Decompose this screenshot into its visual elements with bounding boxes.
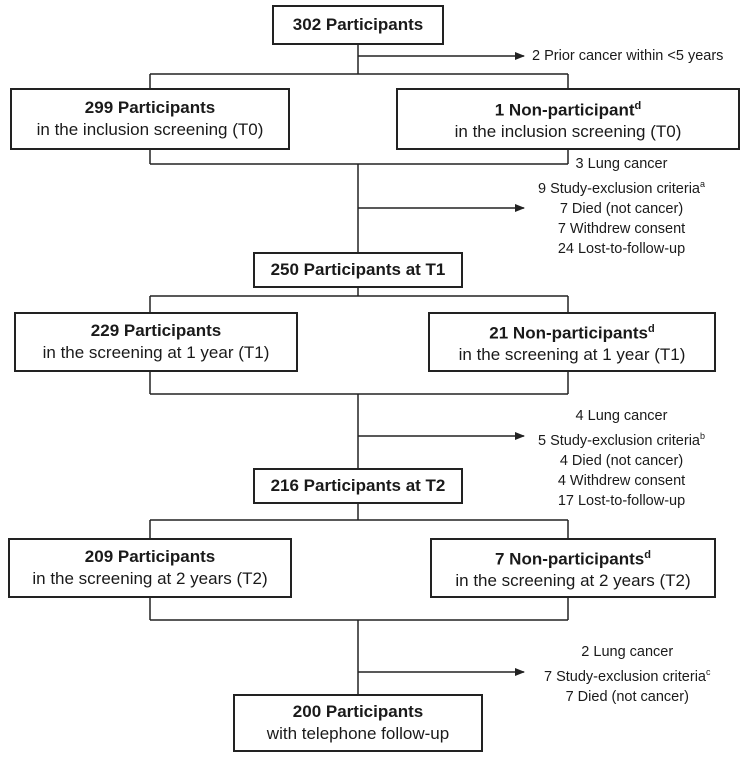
box-7-non-participants: 7 Non-participantsd in the screening at …: [430, 538, 716, 598]
box-1-non-participant: 1 Non-participantd in the inclusion scre…: [396, 88, 740, 150]
box-209-participants: 209 Participants in the screening at 2 y…: [8, 538, 292, 598]
exclusion-item: 7 Died (not cancer): [565, 688, 689, 705]
exclusion-item: 3 Lung cancer: [575, 156, 668, 172]
box-302-participants: 302 Participants: [272, 5, 444, 45]
box-title: 200 Participants: [292, 702, 424, 721]
footnote-marker: b: [700, 431, 706, 441]
box-200-participants: 200 Participants with telephone follow-u…: [233, 694, 483, 752]
exclusion-item: 2 Lung cancer: [581, 644, 674, 660]
box-title: 1 Non-participantd: [494, 99, 642, 120]
exclusion-item: 4 Died (not cancer): [559, 452, 684, 469]
box-subtitle: in the screening at 1 year (T1): [458, 345, 686, 365]
exclusion-item: 7 Withdrew consent: [557, 220, 686, 237]
footnote-marker: d: [644, 548, 651, 561]
box-title: 302 Participants: [292, 15, 424, 34]
exclusion-item: 7 Study-exclusion criteriac: [544, 667, 711, 685]
exclusion-item: 4 Withdrew consent: [557, 472, 686, 489]
box-subtitle: in the inclusion screening (T0): [454, 122, 682, 142]
box-title: 21 Non-participantsd: [489, 322, 655, 343]
footnote-marker: a: [700, 179, 706, 189]
footnote-marker: d: [634, 99, 642, 112]
box-subtitle: in the screening at 2 years (T2): [455, 571, 691, 591]
box-subtitle: in the screening at 2 years (T2): [32, 569, 268, 588]
exclusion-item: 7 Died (not cancer): [559, 200, 684, 217]
box-title: 250 Participants at T1: [270, 260, 446, 279]
exclusion-item: 2 Prior cancer within <5 years: [532, 48, 724, 64]
box-299-participants: 299 Participants in the inclusion screen…: [10, 88, 290, 150]
box-216-participants-t2: 216 Participants at T2: [253, 468, 463, 504]
exclusion-list-4: 2 Lung cancer 7 Study-exclusion criteria…: [544, 642, 711, 707]
exclusion-item: 5 Study-exclusion criteriab: [538, 431, 706, 449]
box-title: 216 Participants at T2: [270, 476, 446, 495]
footnote-marker: c: [706, 667, 711, 677]
box-subtitle: in the screening at 1 year (T1): [42, 343, 270, 362]
box-250-participants-t1: 250 Participants at T1: [253, 252, 463, 288]
exclusion-list-2: 3 Lung cancer 9 Study-exclusion criteria…: [538, 154, 705, 259]
exclusion-item: 17 Lost-to-follow-up: [557, 492, 686, 509]
box-subtitle: in the inclusion screening (T0): [36, 120, 264, 139]
exclusion-item: 24 Lost-to-follow-up: [557, 240, 686, 257]
box-title: 7 Non-participantsd: [495, 548, 651, 569]
box-21-non-participants: 21 Non-participantsd in the screening at…: [428, 312, 716, 372]
box-title: 299 Participants: [84, 98, 216, 117]
exclusion-item: 4 Lung cancer: [575, 408, 668, 424]
exclusion-item: 9 Study-exclusion criteriaa: [538, 179, 706, 197]
box-subtitle: with telephone follow-up: [266, 724, 450, 743]
footnote-marker: d: [647, 322, 655, 335]
exclusion-list-3: 4 Lung cancer 5 Study-exclusion criteria…: [538, 406, 705, 511]
box-229-participants: 229 Participants in the screening at 1 y…: [14, 312, 298, 372]
box-title: 229 Participants: [90, 321, 222, 340]
box-title: 209 Participants: [84, 547, 216, 566]
exclusion-list-1: 2 Prior cancer within <5 years: [532, 46, 723, 66]
